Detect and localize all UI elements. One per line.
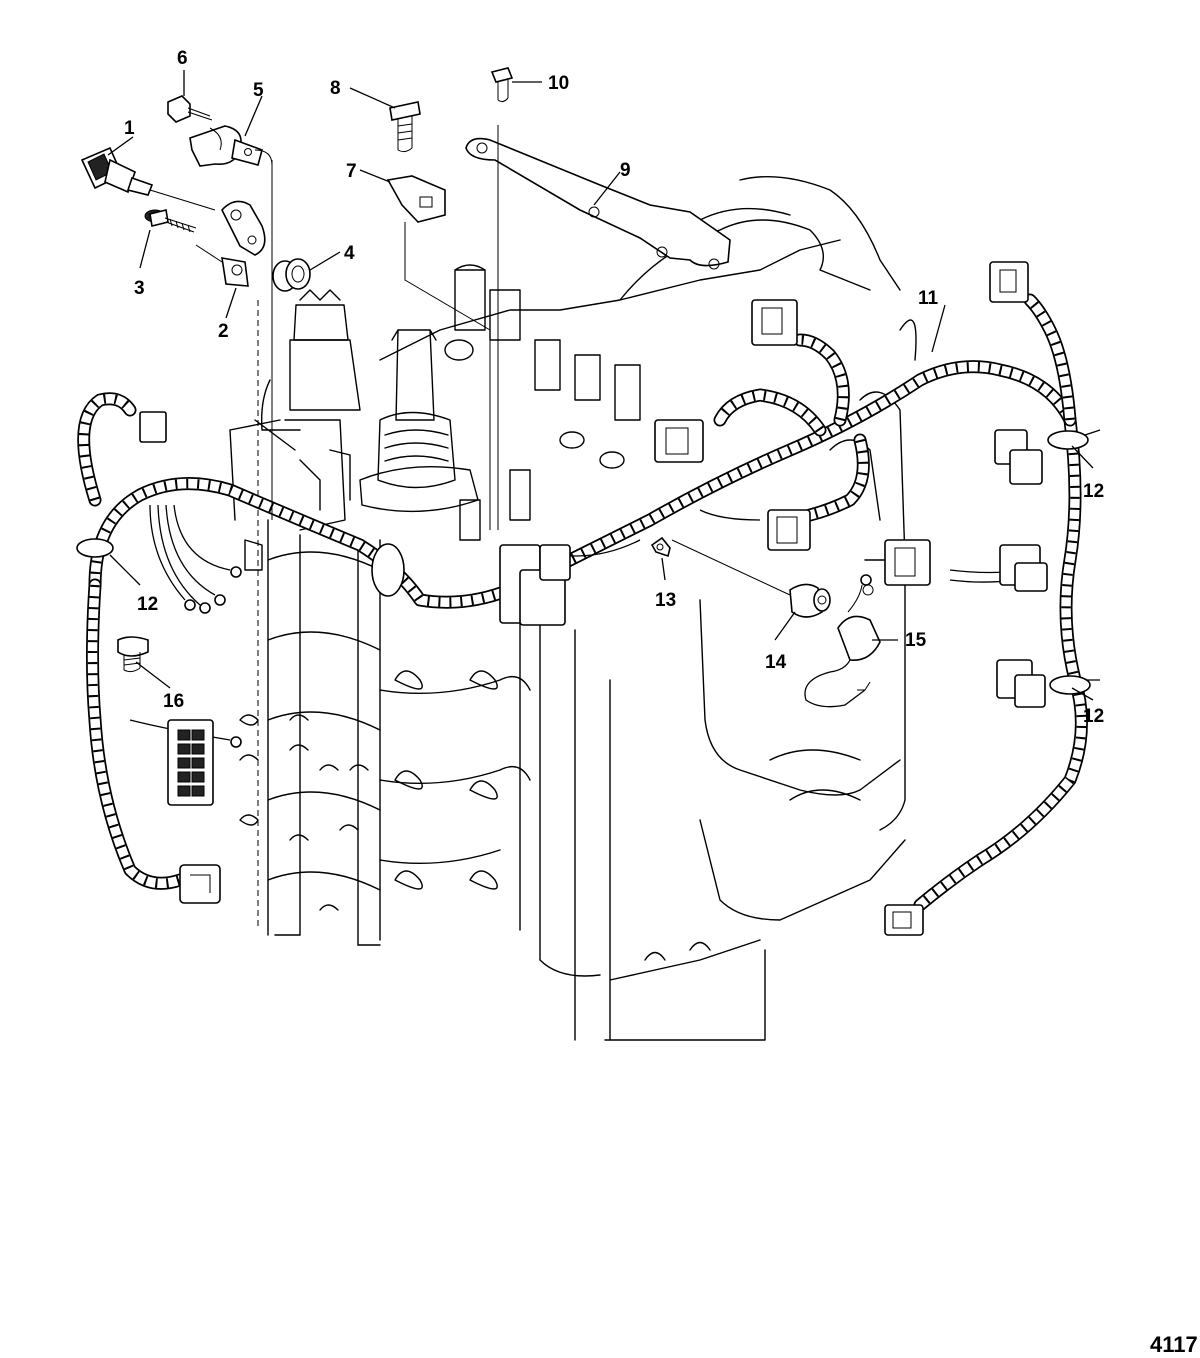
- callout-12-right-upper: 12: [1083, 481, 1104, 502]
- callout-12-right-lower: 12: [1083, 706, 1104, 727]
- callout-6: 6: [177, 48, 188, 69]
- callout-7: 7: [346, 161, 357, 182]
- clip-part-13: [650, 536, 671, 558]
- bolt-part-6: [167, 95, 213, 123]
- bracket-part-2: [195, 244, 249, 287]
- clamp-part-5: [189, 125, 266, 256]
- ring-terminals: [184, 566, 872, 748]
- diagram-reference-number: 4117: [1150, 1332, 1198, 1357]
- callout-2: 2: [218, 321, 229, 342]
- callout-13: 13: [655, 590, 676, 611]
- callout-5: 5: [253, 80, 264, 101]
- engine-block-outline: [229, 176, 917, 1041]
- connectors: [139, 261, 1048, 936]
- switch-part-14: [789, 583, 831, 618]
- callout-16: 16: [163, 691, 184, 712]
- bracket-part-7: [386, 175, 446, 223]
- grommet-part-4: [272, 258, 311, 292]
- harness-clamps: [76, 430, 1091, 695]
- callout-8: 8: [330, 78, 341, 99]
- callout-12-left: 12: [137, 594, 158, 615]
- callout-10: 10: [548, 73, 569, 94]
- callout-1: 1: [124, 118, 135, 139]
- bracket-part-9: [465, 137, 731, 270]
- callout-4: 4: [344, 243, 355, 264]
- bolt-part-8: [389, 101, 421, 153]
- callout-15: 15: [905, 630, 927, 651]
- leader-lines: [107, 70, 1094, 701]
- callout-3: 3: [134, 278, 145, 299]
- bolt-part-16: [117, 636, 149, 673]
- sensor-part-1: [80, 146, 216, 211]
- wiring-harness: [77, 293, 1101, 912]
- bolt-part-3: [144, 209, 197, 233]
- callout-11: 11: [918, 288, 939, 309]
- callout-14: 14: [765, 652, 787, 673]
- bolt-part-10: [490, 67, 514, 103]
- boot-part-15: [804, 584, 881, 708]
- multi-pin-connector-pins: [177, 729, 205, 797]
- callout-9: 9: [620, 160, 631, 181]
